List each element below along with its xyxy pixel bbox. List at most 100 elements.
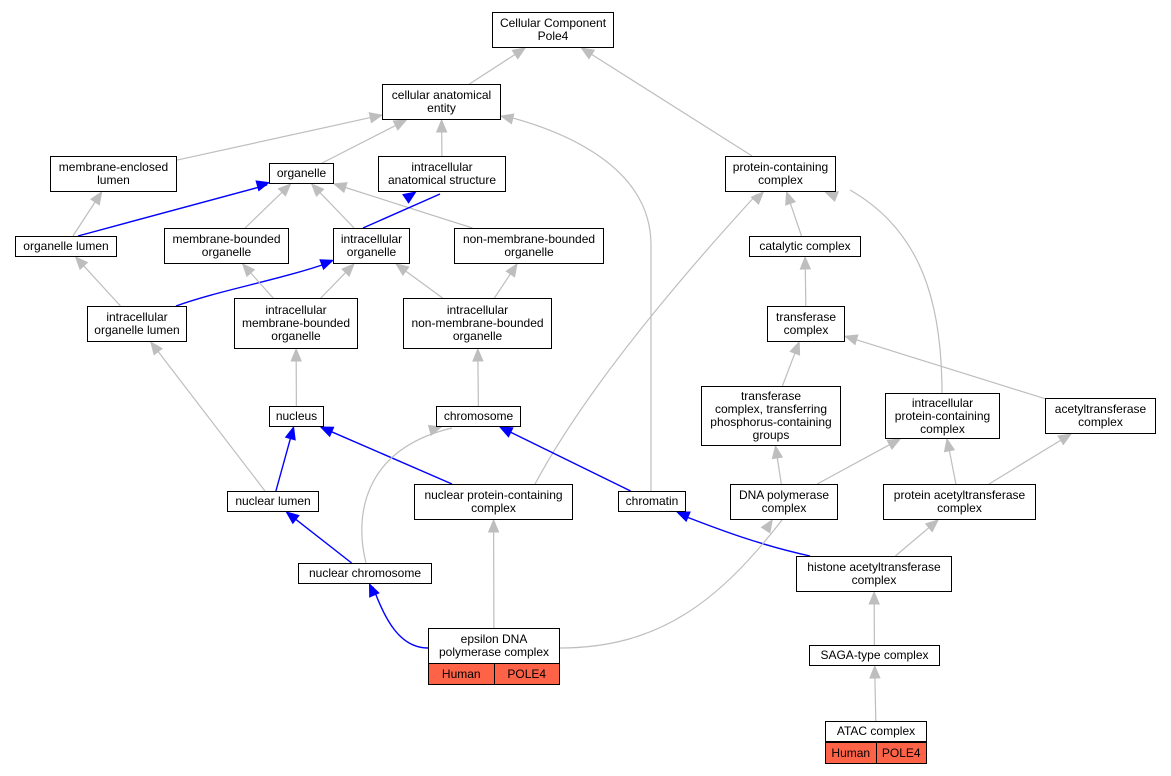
term-node-npcc[interactable]: nuclear protein-containing complex: [414, 484, 573, 520]
term-node-cae[interactable]: cellular anatomical entity: [382, 84, 501, 120]
arrowhead-eps-to-nchr: [368, 582, 380, 598]
arrowhead-mel-to-cae: [368, 112, 384, 124]
edge-iol-to-io: [175, 261, 332, 307]
term-node-nmbo[interactable]: non-membrane-bounded organelle: [454, 228, 604, 264]
arrowhead-io-to-ias: [402, 191, 417, 204]
term-node-nl[interactable]: nuclear lumen: [227, 491, 319, 512]
arrowhead-iol-to-io: [319, 259, 335, 271]
edge-npcc-to-pcc: [534, 193, 758, 485]
edge-orgl-to-org: [77, 184, 268, 237]
edge-cat-to-pcc: [789, 203, 803, 237]
edge-pac-to-ipcc: [948, 450, 957, 485]
arrowhead-chrm-to-cae: [499, 113, 515, 125]
term-node-imbo[interactable]: intracellular membrane-bounded organelle: [234, 298, 358, 349]
arrowhead-nl-to-iol: [150, 340, 164, 356]
edge-layer: [72, 47, 1073, 722]
arrowhead-ias-to-cae: [435, 118, 448, 133]
term-node-ipcc[interactable]: intracellular protein-containing complex: [885, 393, 1000, 439]
arrowhead-dpc-to-ipcc: [886, 438, 902, 450]
arrowhead-inmbo-to-nmbo: [505, 262, 518, 278]
term-node-io[interactable]: intracellular organelle: [333, 228, 410, 264]
arrowhead-pac-to-atc: [1057, 433, 1073, 446]
term-node-iol[interactable]: intracellular organelle lumen: [87, 306, 187, 342]
arrowhead-cae-to-root: [511, 47, 527, 60]
term-node-nchr[interactable]: nuclear chromosome: [298, 563, 432, 584]
species-cell[interactable]: Human: [831, 746, 871, 760]
edge-pcc-to-root: [591, 53, 753, 157]
arrowhead-pcc-to-root: [580, 47, 596, 60]
edge-ipcc-to-pcc: [849, 189, 943, 394]
edge-pac-to-atc: [988, 439, 1062, 485]
arrowhead-orgl-to-mel: [89, 190, 103, 206]
arrowhead-chrm-to-chr: [498, 426, 514, 438]
edge-imbo-to-mbo: [250, 272, 274, 299]
edge-iol-to-orgl: [83, 265, 121, 307]
term-node-orgl[interactable]: organelle lumen: [15, 236, 117, 257]
arrowhead-inmbo-to-io: [395, 263, 410, 276]
edge-cae-to-root: [469, 53, 516, 85]
term-node-nuc[interactable]: nucleus: [269, 406, 324, 427]
term-node-saga[interactable]: SAGA-type complex: [809, 645, 940, 666]
edge-io-to-org: [319, 192, 355, 229]
term-node-chrm[interactable]: chromatin: [618, 491, 686, 512]
edge-inmbo-to-io: [405, 270, 443, 299]
arrowhead-tcp-to-trc: [789, 340, 801, 356]
arrowhead-saga-to-hac: [868, 590, 880, 605]
edge-chr-to-inmbo: [477, 360, 479, 407]
edge-dpc-to-tcp: [776, 457, 782, 485]
edge-chrm-to-chr: [510, 431, 631, 492]
arrowhead-nuc-to-imbo: [290, 347, 302, 362]
term-node-hac[interactable]: histone acetyltransferase complex: [796, 556, 952, 592]
edge-atc-to-trc: [856, 339, 1046, 400]
arrowhead-ipcc-to-pcc: [824, 191, 840, 202]
gene-cell[interactable]: POLE4: [875, 743, 927, 763]
term-node-mel[interactable]: membrane-enclosed lumen: [50, 156, 177, 192]
edge-trc-to-cat: [804, 268, 807, 307]
term-node-dpc[interactable]: DNA polymerase complex: [730, 484, 838, 520]
term-node-atac[interactable]: ATAC complex: [825, 721, 927, 742]
edge-nchr-to-chr: [361, 427, 453, 564]
edge-atac-to-saga: [874, 677, 877, 722]
arrowhead-nl-to-nuc: [284, 425, 296, 441]
arrowhead-chr-to-inmbo: [472, 347, 484, 362]
term-node-pac[interactable]: protein acetyltransferase complex: [883, 484, 1036, 520]
term-node-eps[interactable]: epsilon DNA polymerase complex: [428, 628, 560, 664]
edge-hac-to-pac: [895, 527, 930, 557]
arrowhead-hac-to-chrm: [675, 511, 691, 523]
term-node-atc[interactable]: acetyltransferase complex: [1045, 398, 1156, 434]
arrowhead-nmbo-to-org: [332, 182, 348, 194]
edge-tcp-to-trc: [781, 352, 796, 387]
term-node-org[interactable]: organelle: [269, 163, 334, 184]
term-node-mbo[interactable]: membrane-bounded organelle: [164, 228, 289, 264]
term-node-tcp[interactable]: transferase complex, transferring phosph…: [701, 386, 841, 446]
species-cell[interactable]: Human: [441, 667, 481, 681]
gene-cell[interactable]: POLE4: [493, 664, 560, 684]
annotation-row-eps: Human POLE4: [428, 663, 560, 685]
arrowhead-eps-to-dpc: [760, 518, 773, 534]
edge-dpc-to-ipcc: [816, 444, 890, 485]
arrowhead-pac-to-ipcc: [943, 437, 956, 453]
term-node-pcc[interactable]: protein-containing complex: [725, 156, 836, 192]
arrowhead-trc-to-cat: [799, 255, 812, 270]
edge-mbo-to-org: [244, 191, 283, 229]
edge-imbo-to-io: [320, 272, 347, 299]
edge-eps-to-dpc: [559, 519, 783, 649]
term-node-trc[interactable]: transferase complex: [767, 306, 845, 342]
edge-chrm-to-cae: [504, 115, 652, 491]
edge-org-to-cae: [321, 124, 396, 164]
term-node-root[interactable]: Cellular Component Pole4: [492, 12, 614, 48]
edge-nchr-to-nl: [295, 518, 353, 564]
term-node-inmbo[interactable]: intracellular non-membrane-bounded organ…: [403, 298, 552, 349]
arrowhead-nchr-to-nl: [285, 511, 300, 525]
arrowhead-eps-to-npcc: [487, 518, 500, 533]
arrowhead-npcc-to-pcc: [750, 191, 765, 205]
term-node-chr[interactable]: chromosome: [436, 406, 521, 427]
term-node-cat[interactable]: catalytic complex: [749, 236, 861, 257]
arrowhead-dpc-to-tcp: [771, 444, 784, 460]
edge-nl-to-iol: [157, 351, 266, 492]
edge-orgl-to-mel: [72, 201, 96, 237]
edge-hac-to-chrm: [678, 513, 811, 557]
edge-inmbo-to-nmbo: [493, 273, 511, 299]
term-node-ias[interactable]: intracellular anatomical structure: [378, 156, 506, 192]
